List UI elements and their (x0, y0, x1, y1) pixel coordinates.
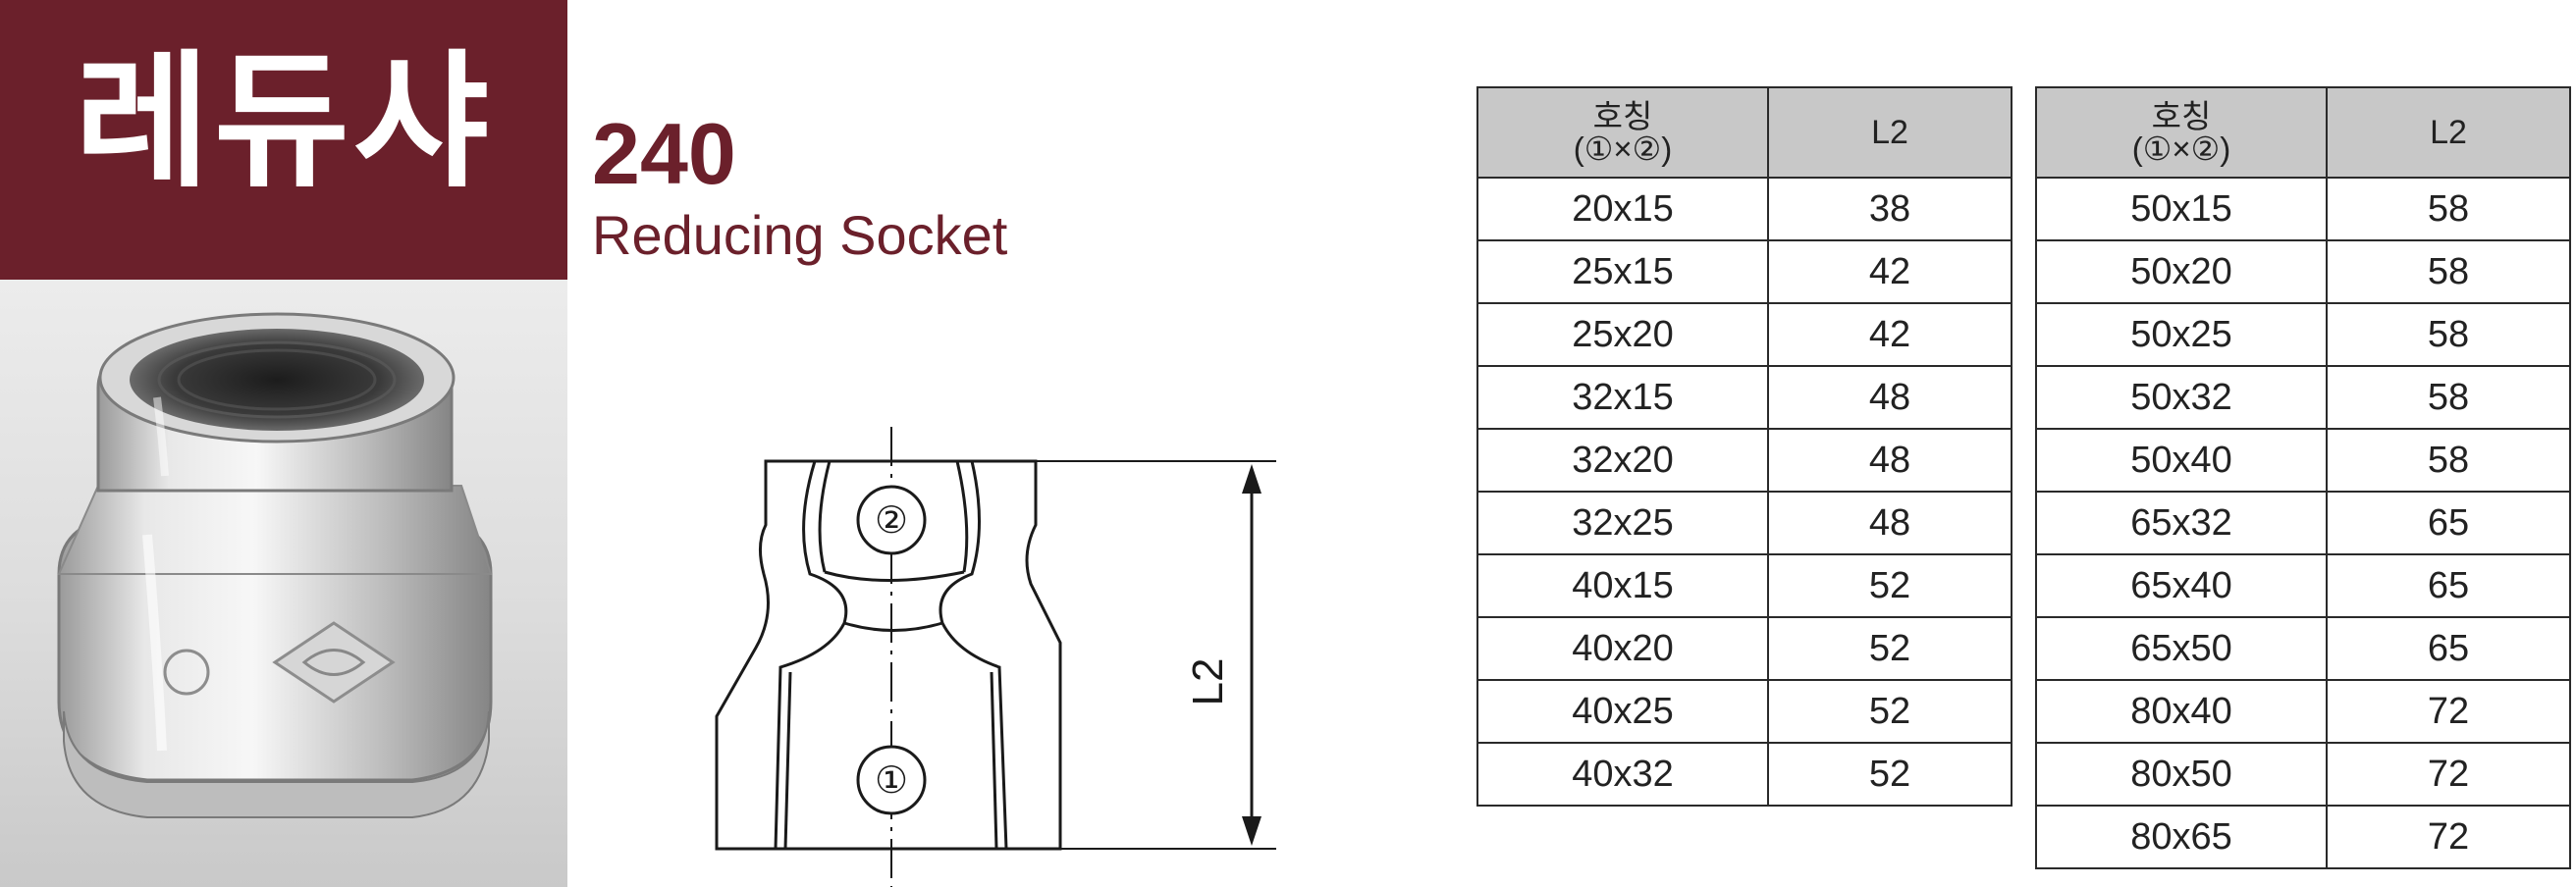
length-cell: 52 (1767, 679, 2012, 744)
product-name-english: Reducing Socket (592, 204, 1008, 266)
length-cell: 42 (1767, 239, 2012, 304)
length-cell: 52 (1767, 742, 2012, 807)
size-cell: 50x15 (2035, 177, 2328, 241)
title-block: 레듀샤 (0, 0, 567, 280)
header-size-name: 호칭 (2151, 98, 2212, 134)
length-cell: 58 (2326, 239, 2571, 304)
length-cell: 72 (2326, 679, 2571, 744)
size-cell: 20x15 (1476, 177, 1769, 241)
length-cell: 65 (2326, 616, 2571, 681)
length-cell: 72 (2326, 742, 2571, 807)
length-cell: 48 (1767, 365, 2012, 430)
length-cell: 48 (1767, 491, 2012, 555)
reducing-socket-photo (57, 312, 493, 818)
length-cell: 58 (2326, 428, 2571, 493)
size-cell: 80x40 (2035, 679, 2328, 744)
length-cell: 58 (2326, 302, 2571, 367)
drawing-label-inner: ② (875, 498, 908, 542)
technical-drawing: ② ① L2 (715, 427, 1276, 887)
size-cell: 65x50 (2035, 616, 2328, 681)
header-length: L2 (1767, 86, 2012, 179)
size-cell: 50x25 (2035, 302, 2328, 367)
product-code: 240 (592, 105, 736, 202)
length-cell: 42 (1767, 302, 2012, 367)
header-size-sub: (①×②) (1573, 130, 1673, 167)
size-cell: 80x50 (2035, 742, 2328, 807)
drawing-outline (715, 459, 1062, 851)
product-title-korean: 레듀샤 (74, 37, 493, 208)
header-size: 호칭 (①×②) (2035, 86, 2328, 179)
size-cell: 25x20 (1476, 302, 1769, 367)
size-cell: 40x25 (1476, 679, 1769, 744)
size-cell: 32x25 (1476, 491, 1769, 555)
table-header-row: 호칭 (①×②) L2 (2035, 86, 2571, 179)
length-cell: 58 (2326, 177, 2571, 241)
table-header-row: 호칭 (①×②) L2 (1476, 86, 2012, 179)
size-cell: 50x20 (2035, 239, 2328, 304)
size-cell: 40x20 (1476, 616, 1769, 681)
size-cell: 65x32 (2035, 491, 2328, 555)
header-size-sub: (①×②) (2131, 130, 2231, 167)
product-photo-panel (0, 280, 567, 887)
size-cell: 65x40 (2035, 553, 2328, 618)
header-size-name: 호칭 (1592, 98, 1653, 134)
length-cell: 58 (2326, 365, 2571, 430)
size-cell: 50x40 (2035, 428, 2328, 493)
length-cell: 65 (2326, 553, 2571, 618)
header-size: 호칭 (①×②) (1476, 86, 1769, 179)
length-cell: 72 (2326, 805, 2571, 869)
length-cell: 38 (1767, 177, 2012, 241)
drawing-label-outer: ① (875, 758, 908, 802)
size-cell: 32x15 (1476, 365, 1769, 430)
size-cell: 32x20 (1476, 428, 1769, 493)
length-cell: 65 (2326, 491, 2571, 555)
length-cell: 52 (1767, 616, 2012, 681)
size-cell: 50x32 (2035, 365, 2328, 430)
length-cell: 52 (1767, 553, 2012, 618)
header-length: L2 (2326, 86, 2571, 179)
dimension-label: L2 (1184, 658, 1232, 706)
size-cell: 40x32 (1476, 742, 1769, 807)
length-cell: 48 (1767, 428, 2012, 493)
size-cell: 80x65 (2035, 805, 2328, 869)
size-cell: 40x15 (1476, 553, 1769, 618)
size-cell: 25x15 (1476, 239, 1769, 304)
